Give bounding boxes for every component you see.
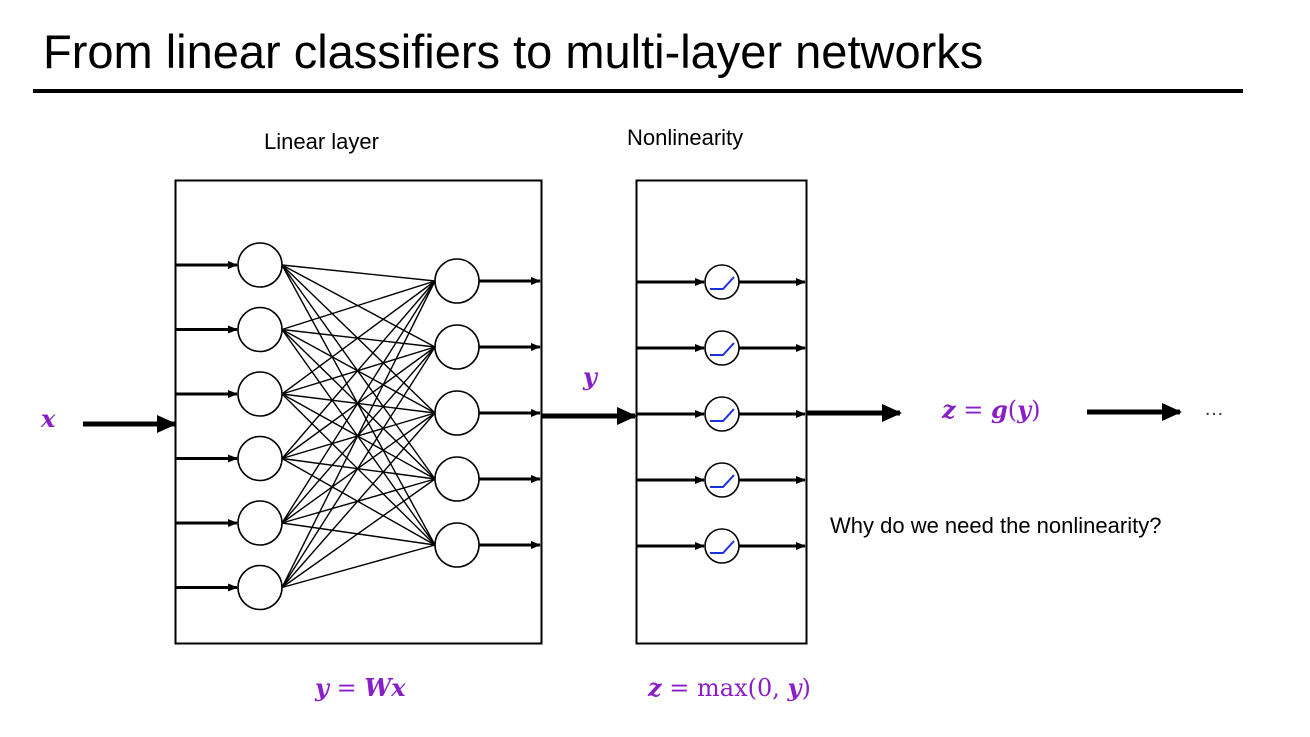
linear-layer-box xyxy=(174,179,543,645)
output-neuron xyxy=(434,258,480,304)
linear-layer-label: Linear layer xyxy=(264,129,379,154)
input-neuron xyxy=(237,371,283,417)
connection-line xyxy=(281,544,436,589)
relu-curve-icon xyxy=(710,342,735,356)
output-neuron xyxy=(434,456,480,502)
connection-line xyxy=(281,457,436,546)
connection-line xyxy=(281,412,436,588)
relu-eq-lhs: z xyxy=(648,673,662,702)
connection-line xyxy=(281,280,436,395)
relu-curve-icon xyxy=(710,540,735,554)
connection-line xyxy=(281,264,436,414)
title-divider xyxy=(33,89,1243,93)
connection-line xyxy=(281,478,436,589)
connection-line xyxy=(281,346,436,588)
relu-eq-op: = xyxy=(661,674,698,702)
input-neuron xyxy=(237,242,283,288)
relu-unit xyxy=(704,396,740,432)
output-eq-close: ) xyxy=(1031,396,1041,424)
output-neuron xyxy=(434,522,480,568)
linear-eq-lhs: y xyxy=(315,673,329,702)
output-eq-arg: y xyxy=(1017,395,1032,424)
relu-curve-icon xyxy=(710,408,735,422)
input-neuron xyxy=(237,435,283,482)
linear-eq-op: = xyxy=(328,674,365,702)
connection-line xyxy=(281,280,436,331)
output-eq-open: ( xyxy=(1007,396,1018,424)
input-neuron xyxy=(237,306,283,353)
slide-title: From linear classifiers to multi-layer n… xyxy=(43,25,984,78)
output-eq-fn: g xyxy=(991,395,1008,424)
relu-curve-icon xyxy=(710,474,735,488)
connection-line xyxy=(281,264,436,282)
connection-line xyxy=(281,280,436,588)
input-variable-x: x xyxy=(41,404,56,433)
output-neuron xyxy=(434,390,480,436)
relu-unit xyxy=(704,528,740,564)
relu-curve-icon xyxy=(710,276,735,290)
input-neuron xyxy=(237,500,283,546)
nonlinearity-label: Nonlinearity xyxy=(627,125,744,150)
relu-eq-fn: max(0, xyxy=(697,674,788,702)
relu-unit xyxy=(704,462,740,498)
intermediate-variable-y: y xyxy=(583,362,597,391)
input-neuron xyxy=(237,564,283,611)
output-eq-lhs: z xyxy=(942,395,956,424)
relu-unit xyxy=(704,330,740,366)
relu-eq-arg: y xyxy=(787,673,802,702)
nonlinearity-question: Why do we need the nonlinearity? xyxy=(830,513,1162,538)
output-neuron xyxy=(434,324,480,370)
connection-line xyxy=(281,328,436,480)
connection-line xyxy=(281,280,436,524)
linear-eq-w: W xyxy=(364,673,392,702)
linear-eq-x: x xyxy=(391,673,406,702)
relu-eq-close: ) xyxy=(801,674,811,702)
linear-equation: y = Wx xyxy=(315,673,406,703)
continuation-ellipsis: … xyxy=(1204,398,1224,420)
connection-line xyxy=(281,393,436,546)
output-equation: z = g(y) xyxy=(942,395,1041,425)
connection-line xyxy=(281,280,436,459)
connection-line xyxy=(281,328,436,414)
output-eq-op: = xyxy=(955,396,992,424)
relu-unit xyxy=(704,264,740,300)
connection-line xyxy=(281,393,436,480)
relu-equation: z = max(0, y) xyxy=(648,673,811,703)
